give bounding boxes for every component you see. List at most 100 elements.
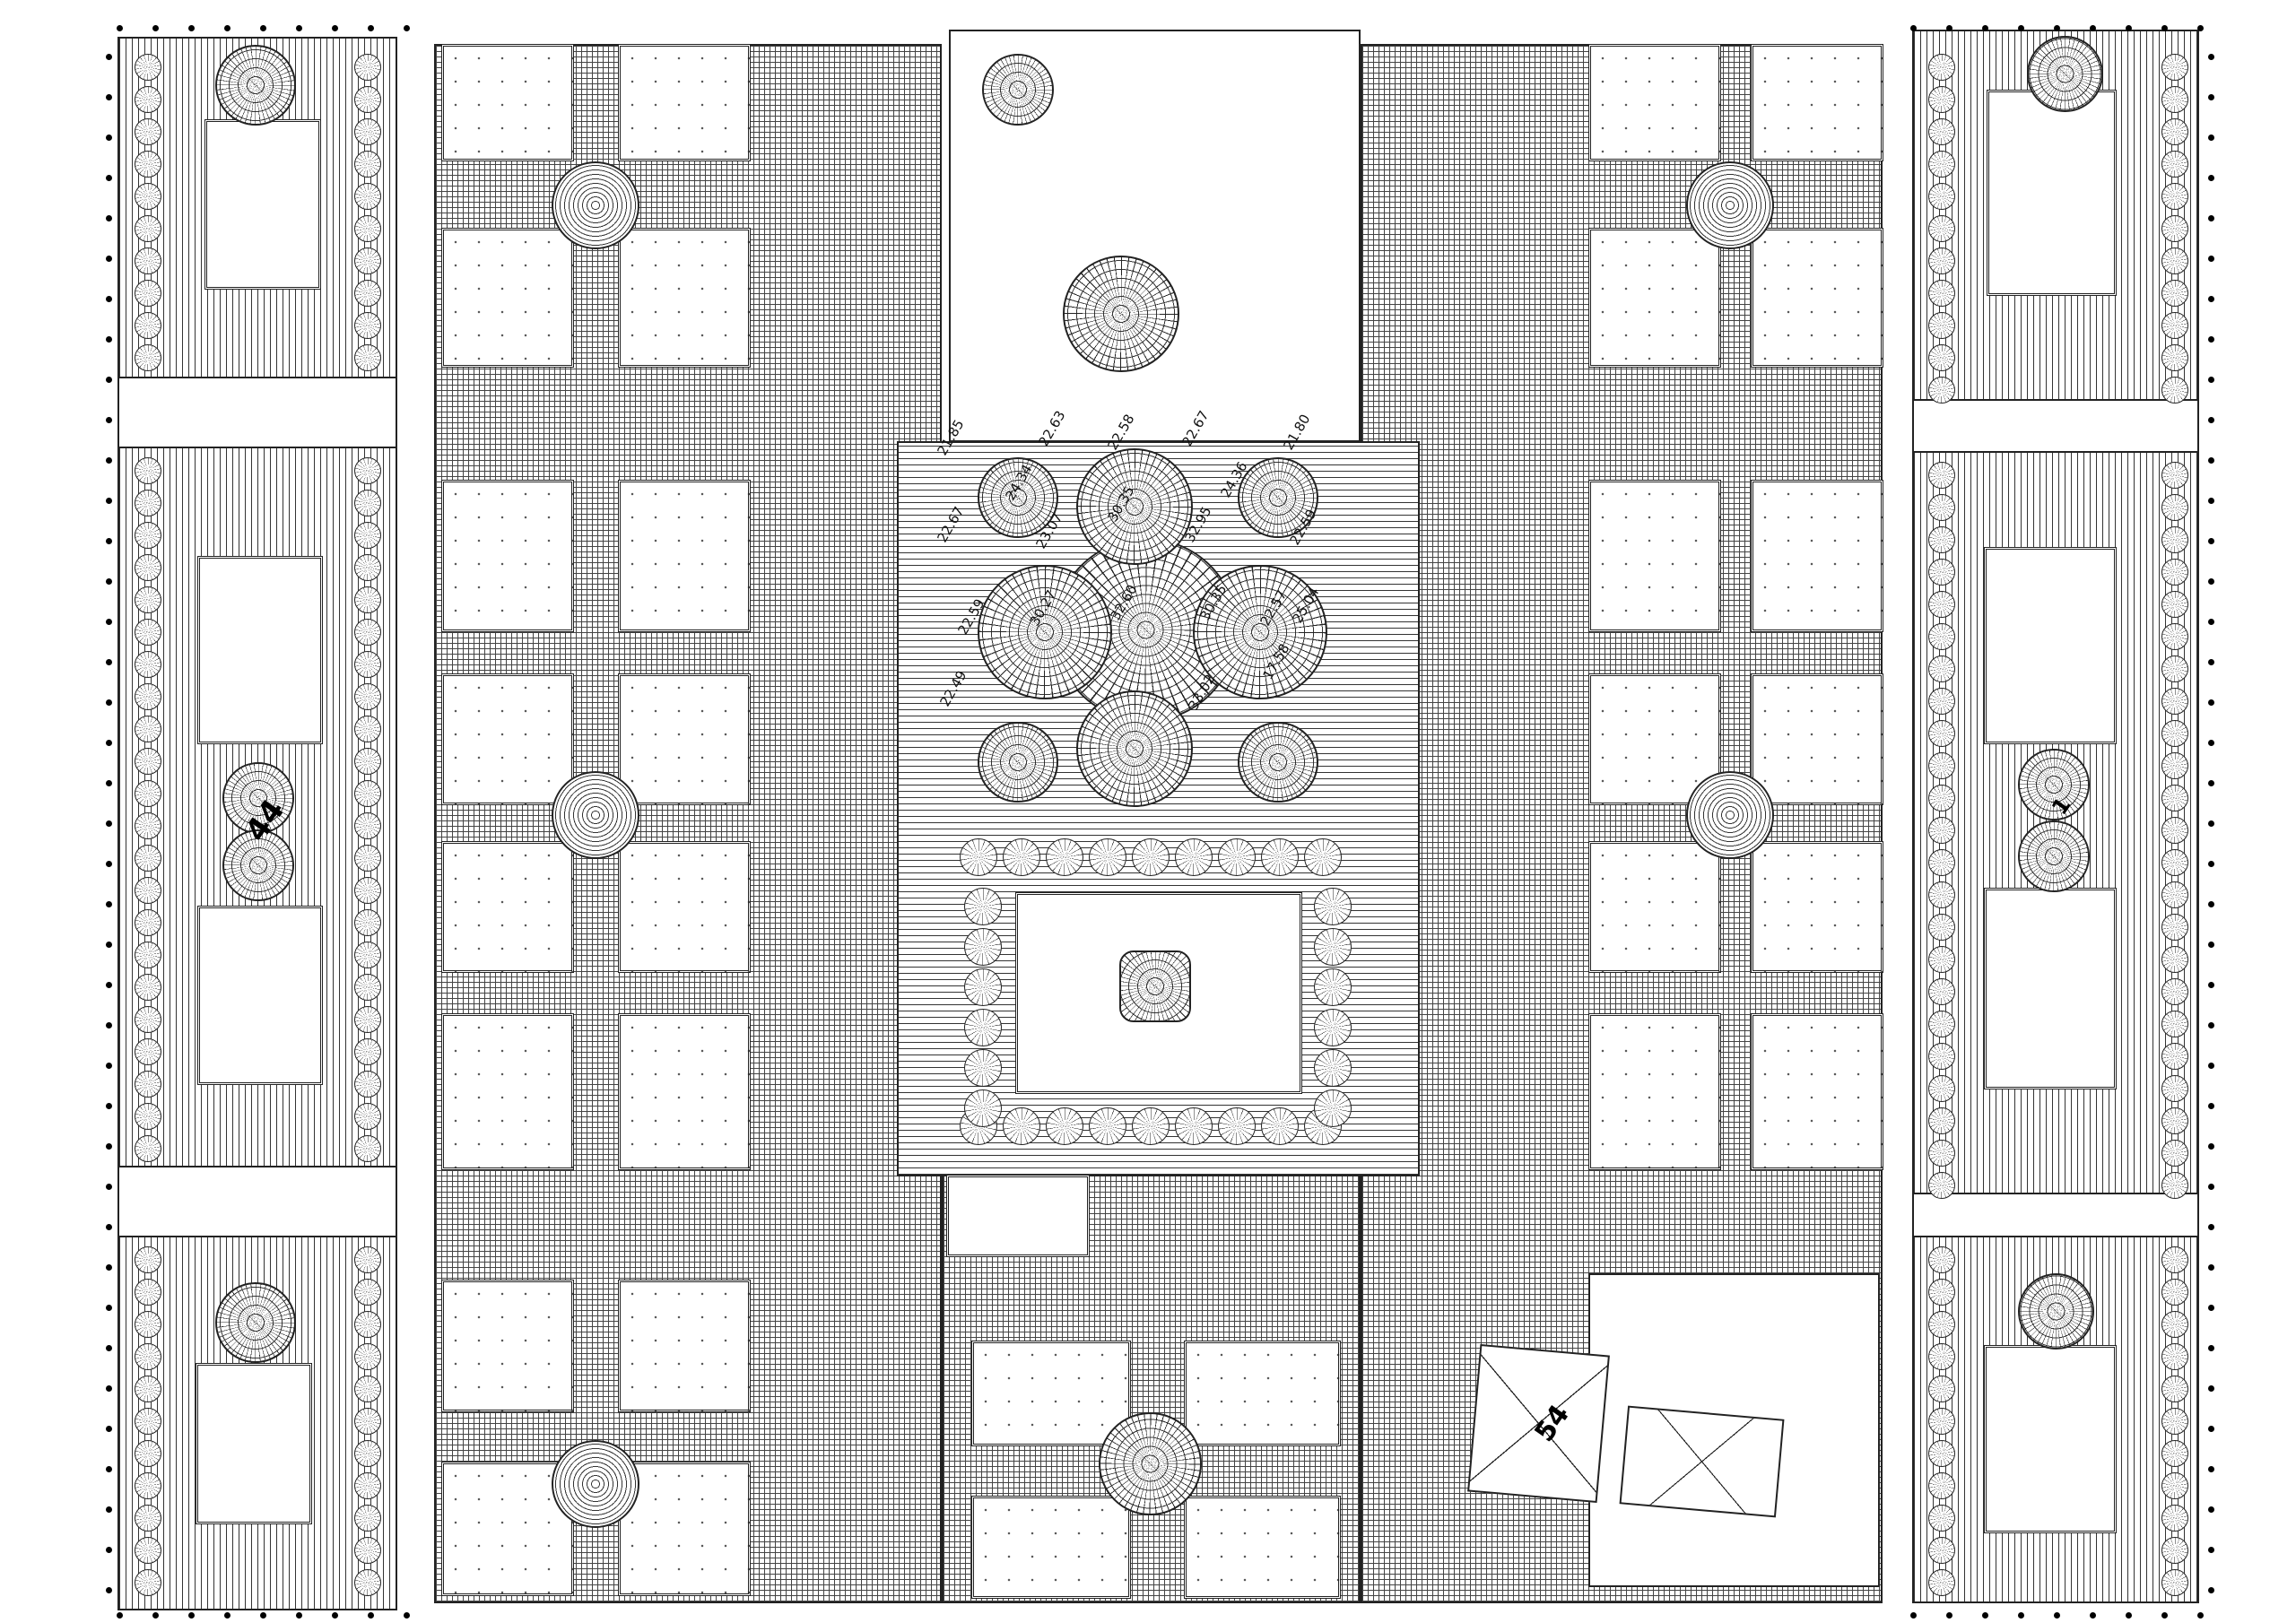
boundary-post bbox=[2208, 215, 2214, 221]
tree-icon bbox=[135, 1279, 161, 1306]
tree-icon bbox=[2161, 914, 2188, 941]
right-courtyard-3 bbox=[1984, 888, 2117, 1089]
tree-icon bbox=[1089, 1107, 1126, 1145]
tree-icon bbox=[354, 586, 381, 613]
tree-icon bbox=[135, 1472, 161, 1499]
tree-icon bbox=[354, 1376, 381, 1402]
boundary-post bbox=[2126, 25, 2132, 31]
boundary-post bbox=[2197, 25, 2204, 31]
tree-icon bbox=[2161, 623, 2188, 650]
tree-icon bbox=[354, 651, 381, 678]
tree-icon bbox=[354, 215, 381, 242]
tree-icon bbox=[1046, 1107, 1083, 1145]
tree-icon bbox=[354, 522, 381, 549]
boundary-post bbox=[106, 1063, 112, 1069]
boundary-post bbox=[332, 1612, 338, 1619]
tree-icon bbox=[1928, 752, 1955, 779]
boundary-post bbox=[2208, 740, 2214, 746]
boundary-post bbox=[404, 25, 410, 31]
south-bed-se bbox=[1184, 1496, 1341, 1599]
tree-icon bbox=[1218, 1107, 1256, 1145]
tree-icon bbox=[2161, 881, 2188, 908]
tree-icon bbox=[2161, 688, 2188, 715]
south-pool bbox=[946, 1175, 1090, 1257]
corner-dome-ne bbox=[1238, 457, 1318, 538]
tree-icon bbox=[354, 974, 381, 1001]
tree-icon bbox=[135, 215, 161, 242]
boundary-post bbox=[106, 498, 112, 504]
boundary-post bbox=[2208, 417, 2214, 423]
boundary-post bbox=[1946, 25, 1952, 31]
tree-icon bbox=[135, 845, 161, 872]
boundary-post bbox=[2208, 1143, 2214, 1150]
garden-bed bbox=[1751, 44, 1883, 161]
tree-icon bbox=[1089, 838, 1126, 876]
tree-icon bbox=[960, 838, 997, 876]
tree-icon bbox=[2161, 655, 2188, 682]
boundary-post bbox=[404, 1612, 410, 1619]
tree-icon bbox=[2161, 559, 2188, 586]
boundary-post bbox=[117, 25, 123, 31]
boundary-post bbox=[106, 1345, 112, 1351]
boundary-post bbox=[106, 1305, 112, 1311]
boundary-post bbox=[2208, 1385, 2214, 1392]
tree-icon bbox=[2161, 377, 2188, 404]
tree-icon bbox=[2161, 1311, 2188, 1338]
boundary-post bbox=[2054, 25, 2060, 31]
tree-icon bbox=[135, 1505, 161, 1532]
tree-icon bbox=[1928, 1140, 1955, 1167]
tree-icon bbox=[2161, 280, 2188, 307]
tree-icon bbox=[354, 1246, 381, 1273]
tree-icon bbox=[1314, 928, 1352, 966]
tree-icon bbox=[1928, 1472, 1955, 1499]
tree-icon bbox=[135, 457, 161, 484]
boundary-post bbox=[2208, 538, 2214, 544]
boundary-post bbox=[2208, 457, 2214, 464]
boundary-post bbox=[106, 1264, 112, 1271]
boundary-post bbox=[106, 1547, 112, 1553]
tree-icon bbox=[1928, 1246, 1955, 1273]
boundary-post bbox=[106, 296, 112, 302]
building-south bbox=[1619, 1405, 1785, 1518]
boundary-post bbox=[2018, 25, 2024, 31]
tree-icon bbox=[2161, 817, 2188, 844]
boundary-post bbox=[106, 94, 112, 100]
tree-icon bbox=[135, 54, 161, 81]
boundary-post bbox=[106, 457, 112, 464]
boundary-post bbox=[2208, 619, 2214, 625]
tree-icon bbox=[135, 877, 161, 904]
tree-icon bbox=[1314, 968, 1352, 1006]
boundary-post bbox=[2208, 1547, 2214, 1553]
tree-icon bbox=[354, 1038, 381, 1065]
left-courtyard-1 bbox=[204, 119, 321, 290]
garden-bed bbox=[618, 1013, 751, 1170]
tree-icon bbox=[2161, 1408, 2188, 1435]
tree-icon bbox=[135, 1440, 161, 1467]
boundary-post bbox=[296, 25, 302, 31]
tree-icon bbox=[2161, 312, 2188, 339]
boundary-post bbox=[224, 1612, 230, 1619]
garden-bed bbox=[1588, 228, 1721, 368]
tree-icon bbox=[354, 1472, 381, 1499]
boundary-post bbox=[106, 1022, 112, 1028]
tree-icon bbox=[964, 1049, 1002, 1087]
boundary-post bbox=[260, 1612, 266, 1619]
tree-icon bbox=[354, 490, 381, 516]
right-dome-1 bbox=[2027, 36, 2103, 112]
left-path-2 bbox=[117, 1166, 397, 1237]
boundary-post bbox=[106, 1224, 112, 1230]
boundary-post bbox=[106, 982, 112, 988]
tree-icon bbox=[2161, 1246, 2188, 1273]
tree-icon bbox=[354, 909, 381, 936]
tree-icon bbox=[1928, 494, 1955, 521]
tree-icon bbox=[354, 1279, 381, 1306]
garden-bed bbox=[618, 228, 751, 368]
tree-icon bbox=[1928, 151, 1955, 178]
boundary-post bbox=[2208, 175, 2214, 181]
tree-icon bbox=[1928, 86, 1955, 113]
boundary-post bbox=[106, 215, 112, 221]
tree-icon bbox=[1928, 1311, 1955, 1338]
tree-icon bbox=[135, 1103, 161, 1130]
garden-fountain bbox=[552, 1440, 639, 1528]
tree-icon bbox=[2161, 946, 2188, 973]
